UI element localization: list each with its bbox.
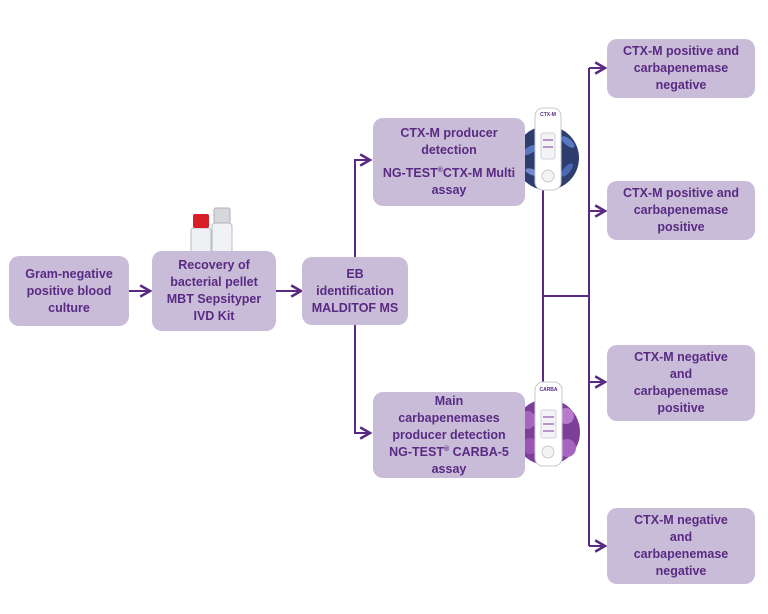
out2-line-1: CTX-M positive and [623,186,739,200]
ctxm-detection-node: CTX-M producer detection NG-TEST®CTX-M M… [373,118,525,206]
carba-assay-last: assay [431,461,467,476]
eb-line-1: EB [346,266,364,281]
culture-line-3: culture [48,300,90,315]
culture-line-1: Gram-negative [25,266,113,281]
out3-line-4: positive [657,401,705,415]
ctxm-test-cassette-icon [515,107,579,191]
recovery-line-4: IVD Kit [193,309,235,323]
out3-line-3: carbapenemase [633,384,729,398]
carba-assay-prefix: NG-TEST [389,444,444,459]
out3-line-1: CTX-M negative [634,350,728,364]
out4-line-3: carbapenemase [633,547,729,561]
recovery-node: Recovery of bacterial pellet MBT Sepsity… [152,251,276,331]
out1-line-3: negative [655,78,707,92]
ctxm-registered-mark: ® [437,166,443,174]
ctxm-assay-prefix: NG-TEST [382,166,438,180]
carba-detection-node: Main carbapenemases producer detection N… [373,392,525,478]
ctxm-assay-suffix: CTX-M Multi [442,166,516,180]
carba-test-cassette-icon [514,381,580,467]
carba-assay-suffix: CARBA-5 [452,444,509,459]
outcome-ctxm-neg-carba-pos: CTX-M negative and carbapenemase positiv… [607,345,755,421]
arrow-eb-to-carba [354,325,373,440]
recovery-line-3: MBT Sepsityper [166,292,262,306]
outcome-ctxm-pos-carba-pos: CTX-M positive and carbapenemase positiv… [607,181,755,240]
carba-line-2: carbapenemases [398,410,500,425]
recovery-line-2: bacterial pellet [170,275,258,289]
out4-line-2: and [669,530,693,544]
carba-cassette-label: CARBA [539,387,558,393]
recovery-line-1: Recovery of [178,258,250,272]
out3-line-2: and [669,367,693,381]
arrow-eb-to-ctxm [354,153,373,257]
out1-line-1: CTX-M positive and [623,44,739,58]
ctxm-line-1: CTX-M producer [400,126,498,140]
ctxm-assay-last: assay [431,183,467,197]
ctxm-line-2: detection [421,143,477,157]
out2-line-2: carbapenemase [633,203,729,217]
carba-assay-line: NG-TEST® CARBA-5 [389,444,509,461]
ctxm-assay-line: NG-TEST®CTX-M Multi [383,165,515,182]
outcome-ctxm-pos-carba-neg: CTX-M positive and carbapenemase negativ… [607,39,755,98]
carba-line-1: Main [434,393,464,408]
eb-identification-node: EB identification MALDITOF MS [302,257,408,325]
carba-line-3: producer detection [392,427,506,442]
out4-line-1: CTX-M negative [634,513,728,527]
eb-line-2: identification [316,283,394,298]
out4-line-4: negative [655,564,707,578]
ctxm-cassette-label: CTX-M [540,112,556,118]
culture-node: Gram-negative positive blood culture [9,256,129,326]
out2-line-3: positive [657,220,705,234]
sample-vials-icon [190,207,233,255]
eb-line-3: MALDITOF MS [311,300,399,315]
culture-line-2: positive blood [26,283,112,298]
carba-registered-mark: ® [443,445,450,453]
outcome-ctxm-neg-carba-neg: CTX-M negative and carbapenemase negativ… [607,508,755,584]
out1-line-2: carbapenemase [633,61,729,75]
